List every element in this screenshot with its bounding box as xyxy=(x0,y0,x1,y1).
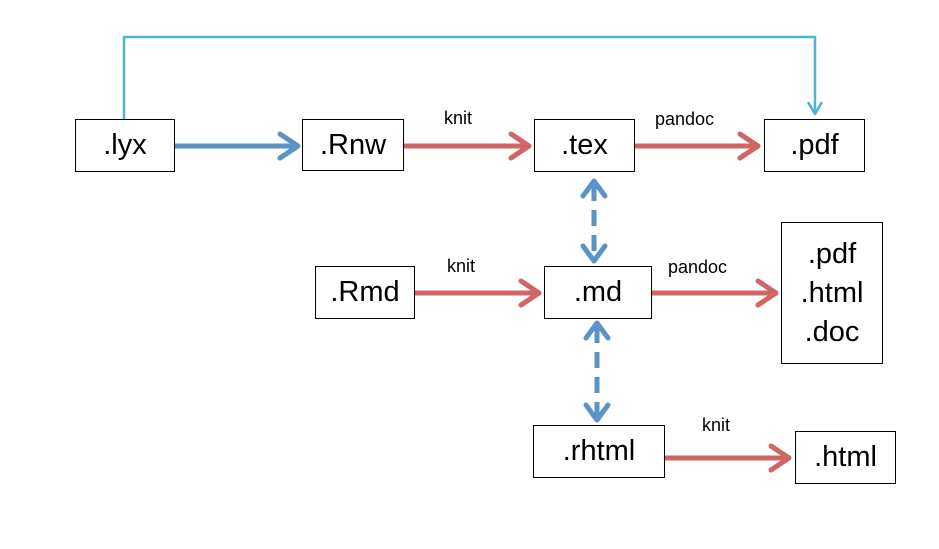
connector-lyx-to-pdf xyxy=(122,35,817,119)
node-rmd: .Rmd xyxy=(315,266,415,319)
label-pandoc-tex-pdf: pandoc xyxy=(655,109,715,129)
arrow-md-rhtml-head-down xyxy=(583,402,611,423)
arrow-md-to-outputs-head xyxy=(755,278,779,308)
label-pandoc-md-outputs: pandoc xyxy=(668,257,728,277)
node-html: .html xyxy=(795,431,896,484)
output-html: .html xyxy=(800,276,864,309)
output-doc: .doc xyxy=(804,315,860,348)
arrow-rnw-to-tex-head xyxy=(508,131,532,161)
arrow-tex-to-pdf-head xyxy=(737,131,761,161)
node-pdf: .pdf xyxy=(764,119,865,172)
node-rhtml: .rhtml xyxy=(533,425,665,478)
arrow-tex-md-head-down xyxy=(580,243,608,264)
label-knit-rmd-md: knit xyxy=(447,256,476,276)
node-tex: .tex xyxy=(534,119,635,172)
arrow-md-rhtml-head-up xyxy=(583,320,611,341)
arrow-rmd-to-md-head xyxy=(518,278,542,308)
label-knit-rhtml-html: knit xyxy=(702,415,731,435)
node-outputs: .pdf .html .doc xyxy=(781,222,883,364)
label-knit-rnw-tex: knit xyxy=(444,108,473,128)
output-pdf: .pdf xyxy=(807,237,857,270)
arrow-tex-md-head-up xyxy=(580,178,608,199)
connector-lyx-to-pdf-arrowhead xyxy=(806,101,824,116)
node-lyx: .lyx xyxy=(75,119,175,172)
arrow-rhtml-to-html-head xyxy=(768,443,792,473)
node-rnw: .Rnw xyxy=(302,119,404,171)
node-md: .md xyxy=(544,266,652,319)
arrow-lyx-to-rnw-head xyxy=(277,131,301,161)
